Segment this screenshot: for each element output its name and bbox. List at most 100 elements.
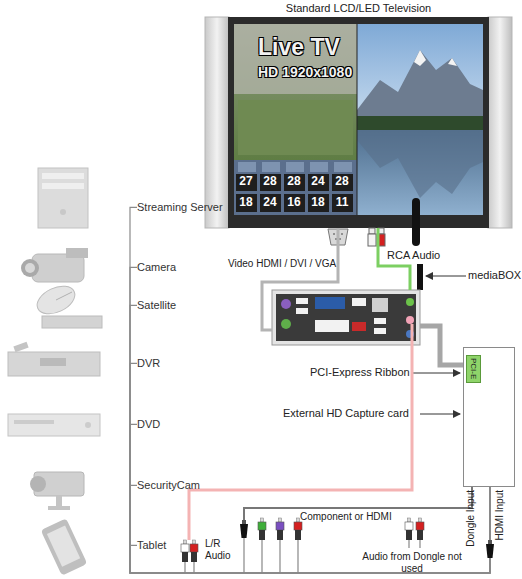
- tv-illustration: [357, 116, 483, 130]
- tv-illustration: [284, 174, 305, 191]
- io-panel: [374, 328, 386, 334]
- rca-plug: [276, 518, 284, 540]
- tablet-illustration: [41, 518, 88, 575]
- callout-label: PCI-Express Ribbon: [310, 366, 410, 379]
- dvr-illustration: [8, 352, 100, 376]
- streaming-server-label: Streaming Server: [137, 201, 223, 214]
- cable: [185, 538, 490, 573]
- io-panel: [281, 299, 291, 309]
- tablet-illustration: [47, 526, 80, 567]
- pcie-ribbon: [420, 326, 463, 365]
- io-panel: [374, 318, 386, 324]
- rca-plug: [190, 540, 198, 562]
- server-illustration: [42, 183, 84, 189]
- media-box: mediaBOX: [272, 290, 420, 345]
- tv-illustration: [238, 100, 353, 155]
- wifi-antenna: [412, 198, 423, 290]
- tv-illustration: [332, 194, 353, 212]
- camera-illustration: [66, 248, 88, 258]
- wifi-antenna: [412, 198, 420, 246]
- tv-illustration: [238, 162, 352, 172]
- tv-illustration: [260, 174, 281, 191]
- security-camera-illustration: [48, 506, 70, 510]
- device-node: DVD: [137, 418, 160, 431]
- camera-illustration: [21, 259, 39, 277]
- signal-line: [130, 363, 490, 573]
- device-node: SecurityCam: [137, 479, 200, 492]
- slot-label: PCI-E: [466, 355, 481, 383]
- io-panel: [296, 298, 308, 304]
- rca-plug: [405, 518, 413, 540]
- tv-illustration: [357, 24, 358, 215]
- security-camera-illustration: [30, 476, 46, 492]
- camera-illustration: [25, 263, 35, 273]
- tv-illustration: [236, 174, 353, 212]
- rca-plug: [258, 518, 266, 540]
- io-panel: [352, 298, 366, 306]
- signal-line: [130, 485, 490, 573]
- callout-label: External HD Capture card: [283, 407, 409, 420]
- signal-line: [130, 487, 490, 573]
- device-node: Tablet: [137, 539, 166, 552]
- io-panel: [276, 294, 416, 341]
- cable-note: Audio from Dongle not used: [362, 551, 462, 574]
- tv-illustration: [357, 24, 483, 124]
- tv-illustration: [236, 194, 257, 212]
- io-panel: [296, 308, 308, 314]
- device-node: Satellite: [137, 299, 176, 312]
- tablet-label: Tablet: [137, 539, 166, 552]
- cable-label: Component or HDMI: [300, 511, 392, 523]
- cable: [184, 562, 185, 573]
- temperature-low: 24: [260, 196, 280, 210]
- cable: [489, 558, 490, 573]
- dvr-illustration: [8, 342, 100, 376]
- temperature-high: 24: [308, 175, 328, 189]
- security-camera-label: SecurityCam: [137, 479, 200, 492]
- tv-illustration: [334, 162, 352, 172]
- cable: [408, 540, 409, 548]
- server-illustration: [38, 168, 88, 228]
- leader-arrow: [420, 414, 460, 415]
- camera-illustration: [32, 254, 84, 282]
- temperature-low: 18: [308, 196, 328, 210]
- rca-connector: [368, 234, 376, 246]
- dvd-illustration: [8, 414, 100, 436]
- satellite-illustration: [33, 281, 102, 328]
- tv-illustration: [332, 174, 353, 191]
- rca-plug: [181, 540, 189, 562]
- temperature-high: 27: [236, 175, 256, 189]
- dvd-label: DVD: [137, 418, 160, 431]
- tv-illustration: [234, 24, 483, 215]
- temperature-low: 11: [332, 196, 352, 210]
- wifi-antenna: [417, 264, 423, 290]
- camera-illustration: [21, 248, 88, 282]
- signal-line: [130, 267, 490, 573]
- tv-illustration: [234, 24, 357, 160]
- capture-card: PCI-E: [463, 347, 515, 487]
- hdmi-plug: [486, 540, 494, 558]
- device-node: Streaming Server: [137, 201, 223, 214]
- tv-illustration: [228, 17, 489, 228]
- leader-arrow: [426, 276, 466, 277]
- tv-illustration: [238, 162, 256, 172]
- vga-connector: [333, 233, 335, 235]
- node-heading: Standard LCD/LED Television: [205, 2, 512, 15]
- io-panel: [406, 316, 414, 324]
- signal-line: [130, 424, 490, 573]
- satellite-illustration: [33, 281, 79, 320]
- screen-subtitle: HD 1920x1080: [258, 64, 352, 80]
- leader-arrow: [412, 276, 466, 414]
- io-panel: [281, 319, 291, 329]
- io-panel: [315, 297, 345, 309]
- dvd-illustration: [8, 414, 100, 436]
- tv-illustration: [357, 130, 483, 198]
- leader-arrow: [412, 373, 460, 374]
- tv-illustration: [286, 162, 304, 172]
- tv-illustration: [260, 194, 281, 212]
- dvd-illustration: [85, 422, 91, 428]
- tv-illustration: [262, 162, 280, 172]
- io-panel: [406, 298, 414, 306]
- security-camera-illustration: [30, 472, 84, 510]
